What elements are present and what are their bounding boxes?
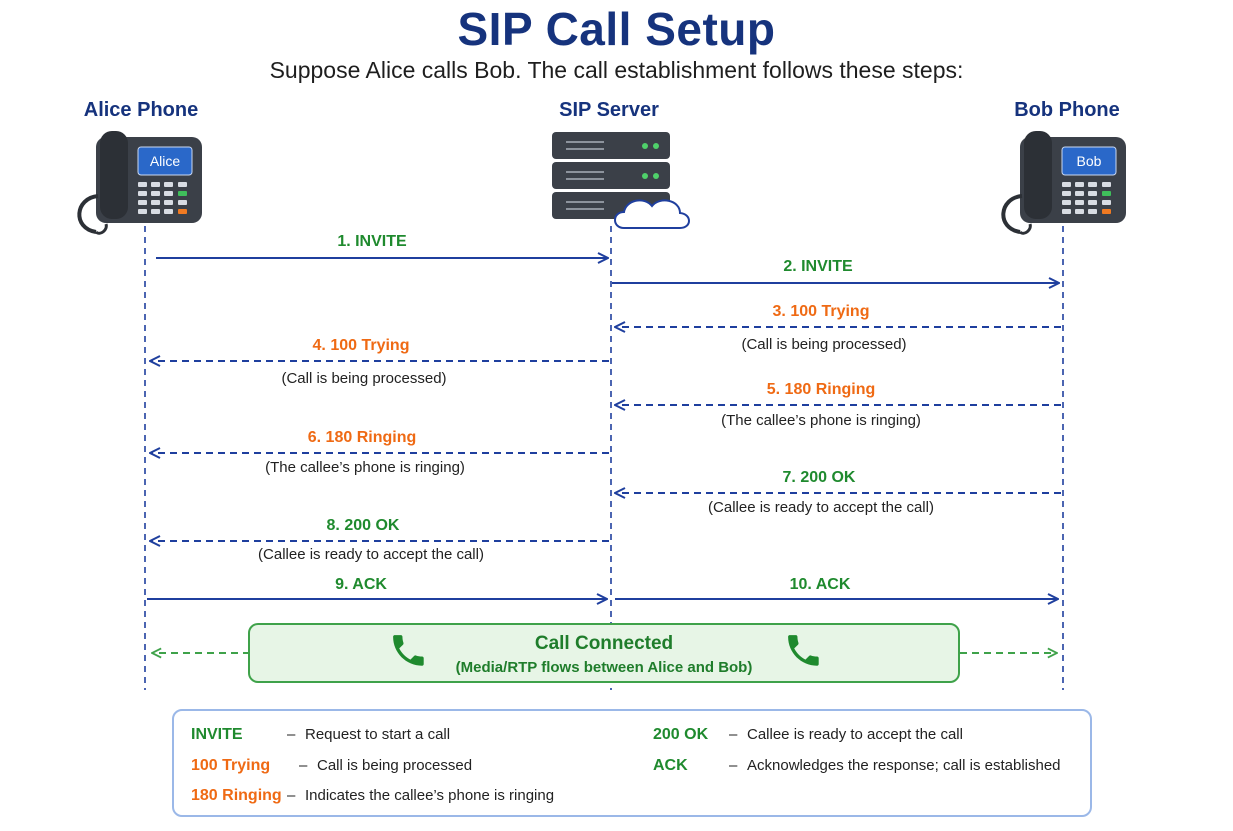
actor-label-server: SIP Server xyxy=(559,99,659,121)
msg-10-label: 10. ACK xyxy=(789,576,851,593)
legend-desc: Indicates the callee’s phone is ringing xyxy=(305,787,555,804)
msg-7-label: 7. 200 OK xyxy=(782,469,856,486)
msg-2-label: 2. INVITE xyxy=(783,258,853,275)
msg-6-note: (The callee’s phone is ringing) xyxy=(265,459,465,476)
legend-term: 180 Ringing xyxy=(191,787,282,804)
legend-item-ack: ACK –Acknowledges the response; call is e… xyxy=(653,757,1061,775)
legend-item-invite: INVITE –Request to start a call xyxy=(191,726,450,744)
legend-item-trying: 100 Trying –Call is being processed xyxy=(191,757,472,775)
legend-dash: – xyxy=(287,726,296,743)
legend-term: INVITE xyxy=(191,726,243,743)
alice-screen-label: Alice xyxy=(150,153,181,169)
legend-term: 200 OK xyxy=(653,726,709,743)
legend-term: 100 Trying xyxy=(191,757,271,774)
msg-4-label: 4. 100 Trying xyxy=(312,337,410,354)
legend-dash: – xyxy=(729,757,738,774)
legend-desc: Acknowledges the response; call is estab… xyxy=(747,757,1061,774)
legend-desc: Call is being processed xyxy=(317,757,473,774)
msg-3-note: (Call is being processed) xyxy=(741,336,907,353)
msg-5-note: (The callee’s phone is ringing) xyxy=(721,412,921,429)
bob-phone-icon xyxy=(1001,131,1126,235)
legend-box: INVITE–Request to start a call 100 Tryin… xyxy=(172,709,1092,817)
msg-8-note: (Callee is ready to accept the call) xyxy=(258,546,484,563)
msg-3-label: 3. 100 Trying xyxy=(772,303,870,320)
msg-5-label: 5. 180 Ringing xyxy=(766,381,876,398)
msg-9-label: 9. ACK xyxy=(335,576,387,593)
call-connected-subtitle: (Media/RTP flows between Alice and Bob) xyxy=(455,659,753,676)
legend-item-ok: 200 OK –Callee is ready to accept the cal… xyxy=(653,726,963,744)
legend-dash: – xyxy=(287,787,296,804)
actor-label-bob: Bob Phone xyxy=(1014,99,1120,121)
msg-6-label: 6. 180 Ringing xyxy=(307,429,417,446)
actor-label-alice: Alice Phone xyxy=(83,99,199,121)
legend-dash: – xyxy=(299,757,308,774)
msg-4-note: (Call is being processed) xyxy=(281,370,447,387)
msg-1-label: 1. INVITE xyxy=(337,233,407,250)
alice-phone-icon xyxy=(77,131,202,235)
legend-desc: Callee is ready to accept the call xyxy=(747,726,963,743)
bob-screen-label: Bob xyxy=(1077,153,1102,169)
sip-server-icon xyxy=(552,132,690,229)
msg-8-label: 8. 200 OK xyxy=(326,517,400,534)
legend-desc: Request to start a call xyxy=(305,726,451,743)
legend-term: ACK xyxy=(653,757,688,774)
page-title: SIP Call Setup xyxy=(457,3,776,55)
call-connected-box: Call Connected (Media/RTP flows between … xyxy=(248,623,960,683)
legend-dash: – xyxy=(729,726,738,743)
msg-7-note: (Callee is ready to accept the call) xyxy=(708,499,934,516)
legend-item-ringing: 180 Ringing–Indicates the callee’s phone… xyxy=(191,787,554,805)
call-connected-title: Call Connected xyxy=(534,633,674,654)
page-subtitle: Suppose Alice calls Bob. The call establ… xyxy=(269,57,964,83)
